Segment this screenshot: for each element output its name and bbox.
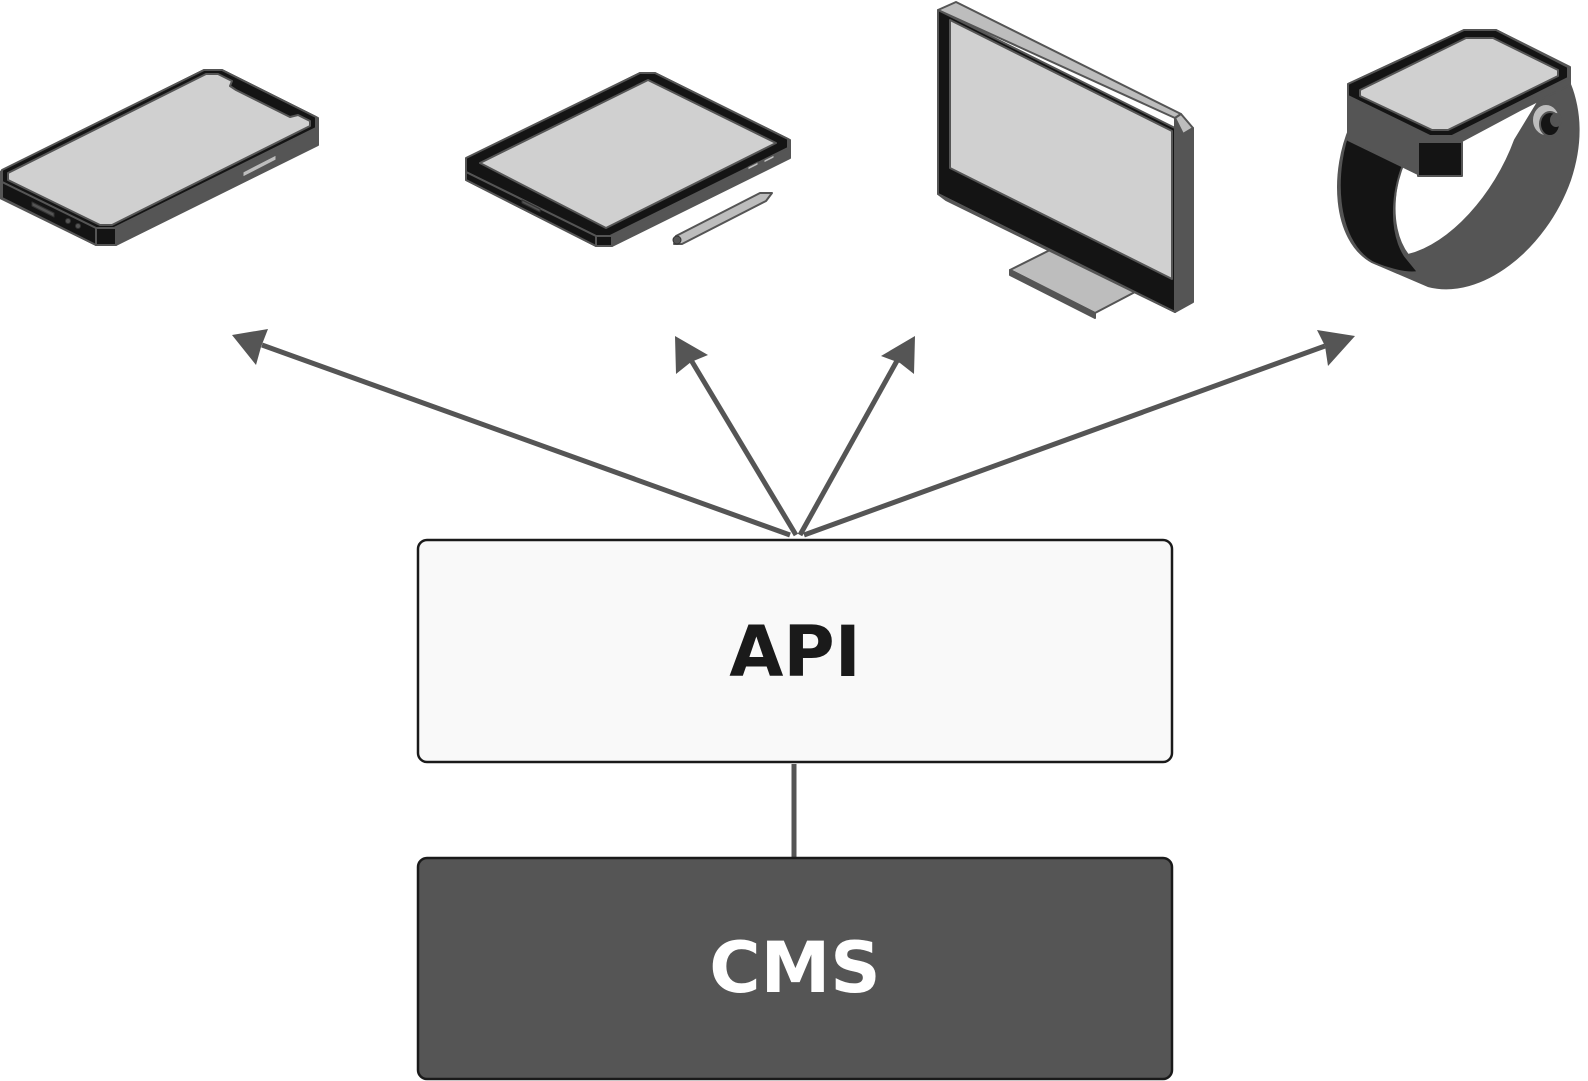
arrow-to-smartwatch <box>803 343 1326 538</box>
cms-box: CMS <box>416 856 1174 1081</box>
desktop-monitor-icon <box>937 1 1194 319</box>
arrow-to-tablet <box>685 353 799 537</box>
arrowhead-smartwatch <box>1317 330 1355 366</box>
arrow-to-smartphone <box>261 342 791 538</box>
api-box: API <box>416 538 1174 764</box>
connector-arrows <box>232 329 1355 858</box>
cms-label: CMS <box>709 927 880 1009</box>
api-label: API <box>729 611 861 693</box>
smartwatch-icon <box>1337 29 1580 290</box>
arrow-to-monitor <box>797 357 901 537</box>
arrowhead-smartphone <box>232 329 268 365</box>
arrowhead-tablet <box>675 336 708 374</box>
arrowhead-monitor <box>881 336 915 374</box>
tablet-with-stylus-icon <box>465 72 791 247</box>
smartphone-icon <box>0 69 319 246</box>
